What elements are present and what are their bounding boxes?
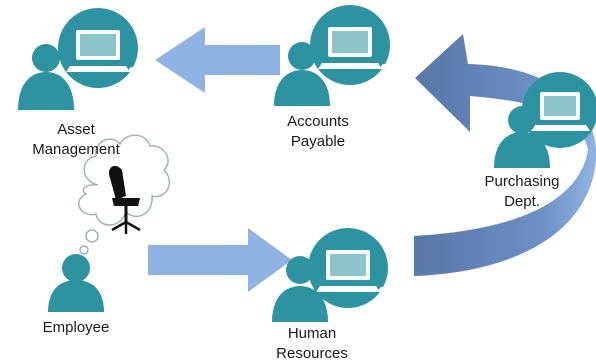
employee-node — [48, 134, 170, 312]
arrow-to-human-resources — [148, 228, 292, 292]
thought-bubble-icon — [78, 134, 170, 255]
person-icon — [48, 254, 104, 312]
asset-management-label-line2: Management — [32, 141, 120, 158]
arrow-to-asset-management — [155, 27, 280, 93]
purchasing-label-line2: Dept. — [504, 193, 540, 210]
human-resources-label: Human Resources — [256, 324, 368, 364]
person-icon — [274, 42, 330, 106]
employee-label-line1: Employee — [42, 319, 110, 336]
person-icon — [272, 256, 328, 322]
asset-management-node — [18, 8, 138, 110]
human-resources-label-line1: Human — [287, 325, 337, 342]
asset-management-label: Asset Management — [20, 120, 132, 160]
person-icon — [494, 106, 550, 168]
human-resources-node — [272, 228, 388, 322]
purchasing-label: Purchasing Dept. — [466, 172, 578, 212]
asset-management-label-line1: Asset — [57, 121, 95, 138]
purchasing-node — [494, 72, 596, 168]
human-resources-label-line2: Resources — [276, 345, 348, 362]
accounts-payable-node — [274, 5, 390, 106]
employee-label: Employee — [20, 318, 132, 338]
accounts-payable-label: Accounts Payable — [262, 112, 374, 152]
person-icon — [18, 44, 74, 110]
accounts-payable-label-line2: Payable — [290, 133, 346, 150]
accounts-payable-label-line1: Accounts — [287, 113, 349, 130]
office-chair-icon — [109, 165, 141, 234]
purchasing-label-line1: Purchasing — [484, 173, 560, 190]
